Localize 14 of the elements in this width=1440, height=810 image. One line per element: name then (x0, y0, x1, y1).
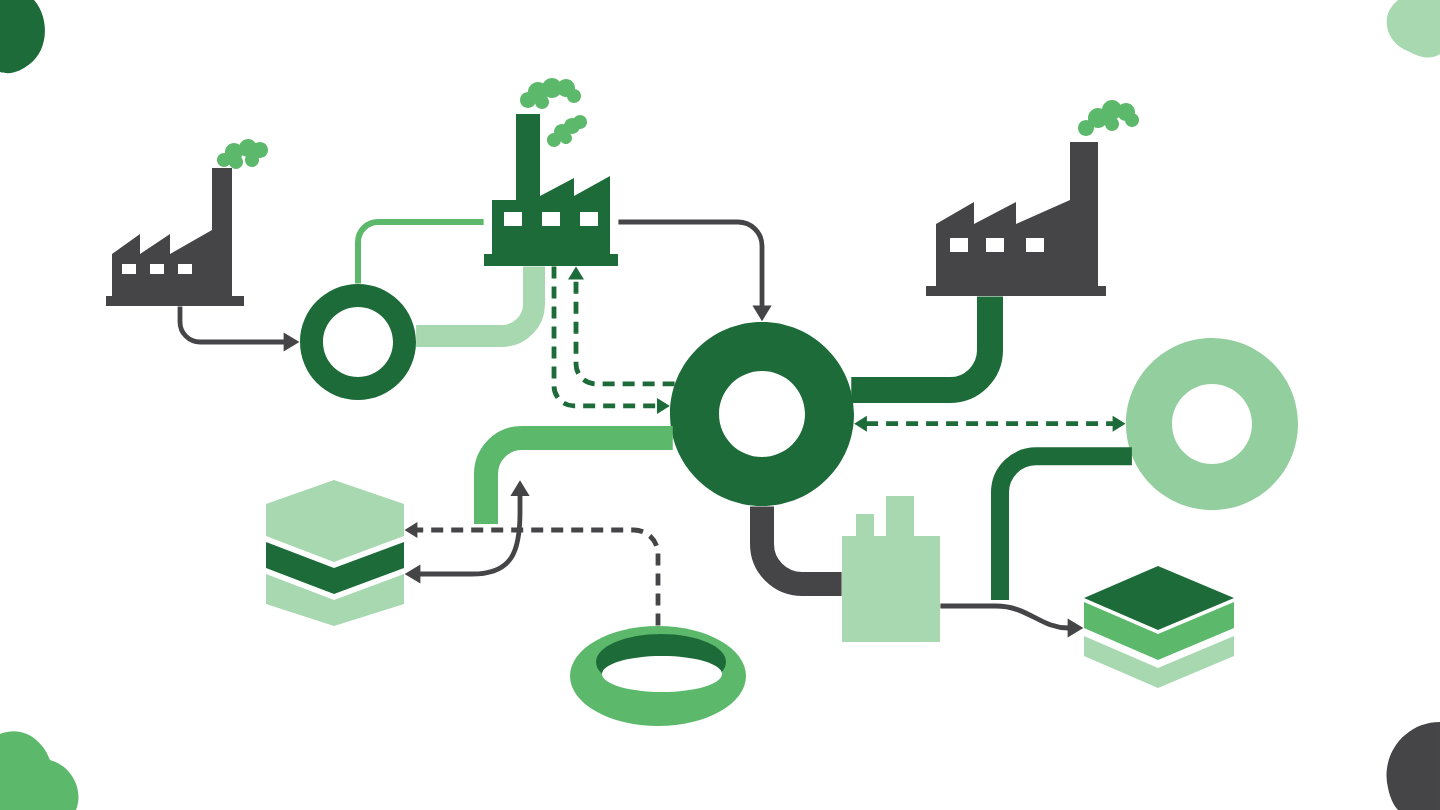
connector-band (416, 266, 545, 347)
factory-icon (106, 139, 268, 306)
connector-band (474, 425, 673, 524)
layer-stack-icon (266, 480, 404, 626)
connector-band (991, 447, 1132, 600)
building-icon (842, 496, 940, 642)
ring (570, 626, 746, 726)
ring (300, 284, 416, 400)
ring (670, 322, 854, 506)
ring (1126, 338, 1298, 510)
factory-icon (484, 78, 618, 266)
layer-stack-icon (1084, 566, 1234, 688)
connector-line (355, 219, 484, 284)
factory-icon (926, 100, 1139, 296)
